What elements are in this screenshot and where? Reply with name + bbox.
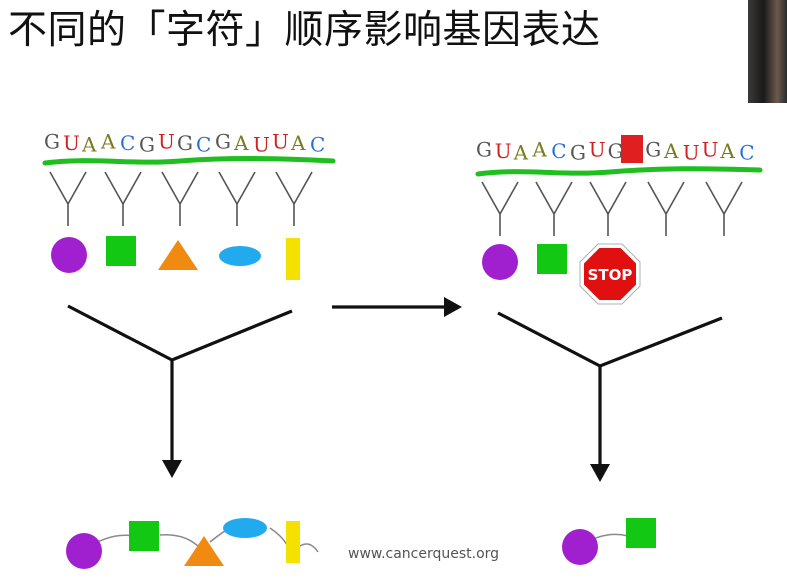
nucleotide-letter: U <box>63 131 80 155</box>
nucleotide-letter: A <box>663 139 679 163</box>
nucleotide-letter: C <box>120 131 135 155</box>
adaptor <box>481 181 519 236</box>
blue-ellipse-amino-acid <box>219 246 261 266</box>
presenter-video-thumbnail <box>748 0 787 103</box>
left-protein-chain <box>83 526 319 553</box>
nucleotide-letter: A <box>719 139 735 163</box>
chain-orange-triangle <box>184 536 224 566</box>
adaptor <box>275 171 313 226</box>
nucleotide-letter: G <box>177 131 193 155</box>
left-rna-strand <box>42 155 336 166</box>
nucleotide-letter: A <box>233 131 249 155</box>
nucleotide-letter: C <box>739 141 754 165</box>
nucleotide-letter: C <box>551 139 566 163</box>
slide-title: 不同的「字符」顺序影响基因表达 <box>8 8 601 53</box>
nucleotide-letter: G <box>139 133 155 157</box>
nucleotide-letter: U <box>702 138 719 162</box>
chain-green-square <box>129 521 159 551</box>
nucleotide-letter: U <box>253 133 270 157</box>
transition-arrow <box>332 297 462 317</box>
stop-label: STOP <box>588 266 633 284</box>
right-assembly-funnel <box>497 311 723 466</box>
nucleotide-letter: G <box>608 139 624 163</box>
nucleotide-letter: G <box>476 138 492 162</box>
chain-purple-circle <box>562 529 598 565</box>
nucleotide-letter: U <box>272 130 289 154</box>
adaptor <box>161 171 199 226</box>
nucleotide-letter: C <box>310 133 325 157</box>
nucleotide-letter: A <box>513 141 529 165</box>
green-square-amino-acid <box>106 236 136 266</box>
yellow-bar-amino-acid <box>286 238 300 280</box>
right-adaptors <box>481 181 743 236</box>
nucleotide-letter: A <box>81 133 97 157</box>
adaptor <box>218 171 256 226</box>
adaptor <box>647 181 685 236</box>
adaptor <box>589 181 627 236</box>
nucleotide-letter: A <box>290 131 306 155</box>
adaptor <box>535 181 573 236</box>
nucleotide-letter: U <box>589 138 606 162</box>
nucleotide-letter: G <box>570 141 586 165</box>
nucleotide-letter: A <box>531 138 547 162</box>
nucleotide-letter: G <box>44 130 60 154</box>
adaptor <box>49 171 87 226</box>
green-square-amino-acid <box>537 244 567 274</box>
nucleotide-letter: A <box>100 130 116 154</box>
orange-triangle-amino-acid <box>158 240 198 270</box>
nucleotide-letter: C <box>196 133 211 157</box>
chain-blue-ellipse <box>223 518 267 538</box>
mutation-marker <box>621 135 643 163</box>
left-assembly-funnel <box>67 304 293 462</box>
nucleotide-letter: U <box>495 139 512 163</box>
stop-sign: STOP <box>579 243 641 305</box>
purple-circle-amino-acid <box>51 237 87 273</box>
chain-yellow-bar <box>286 521 300 563</box>
nucleotide-letter: G <box>215 130 231 154</box>
chain-purple-circle <box>66 533 102 569</box>
adaptor <box>104 171 142 226</box>
nucleotide-letter: U <box>158 130 175 154</box>
purple-circle-amino-acid <box>482 244 518 280</box>
right-rna-strand <box>475 166 763 177</box>
right-down-arrowhead <box>590 464 610 482</box>
nucleotide-letter: U <box>683 141 700 165</box>
left-adaptors <box>49 171 313 226</box>
nucleotide-letter: G <box>645 138 661 162</box>
left-down-arrowhead <box>162 460 182 478</box>
source-watermark: www.cancerquest.org <box>348 546 499 562</box>
chain-green-square <box>626 518 656 548</box>
adaptor <box>705 181 743 236</box>
